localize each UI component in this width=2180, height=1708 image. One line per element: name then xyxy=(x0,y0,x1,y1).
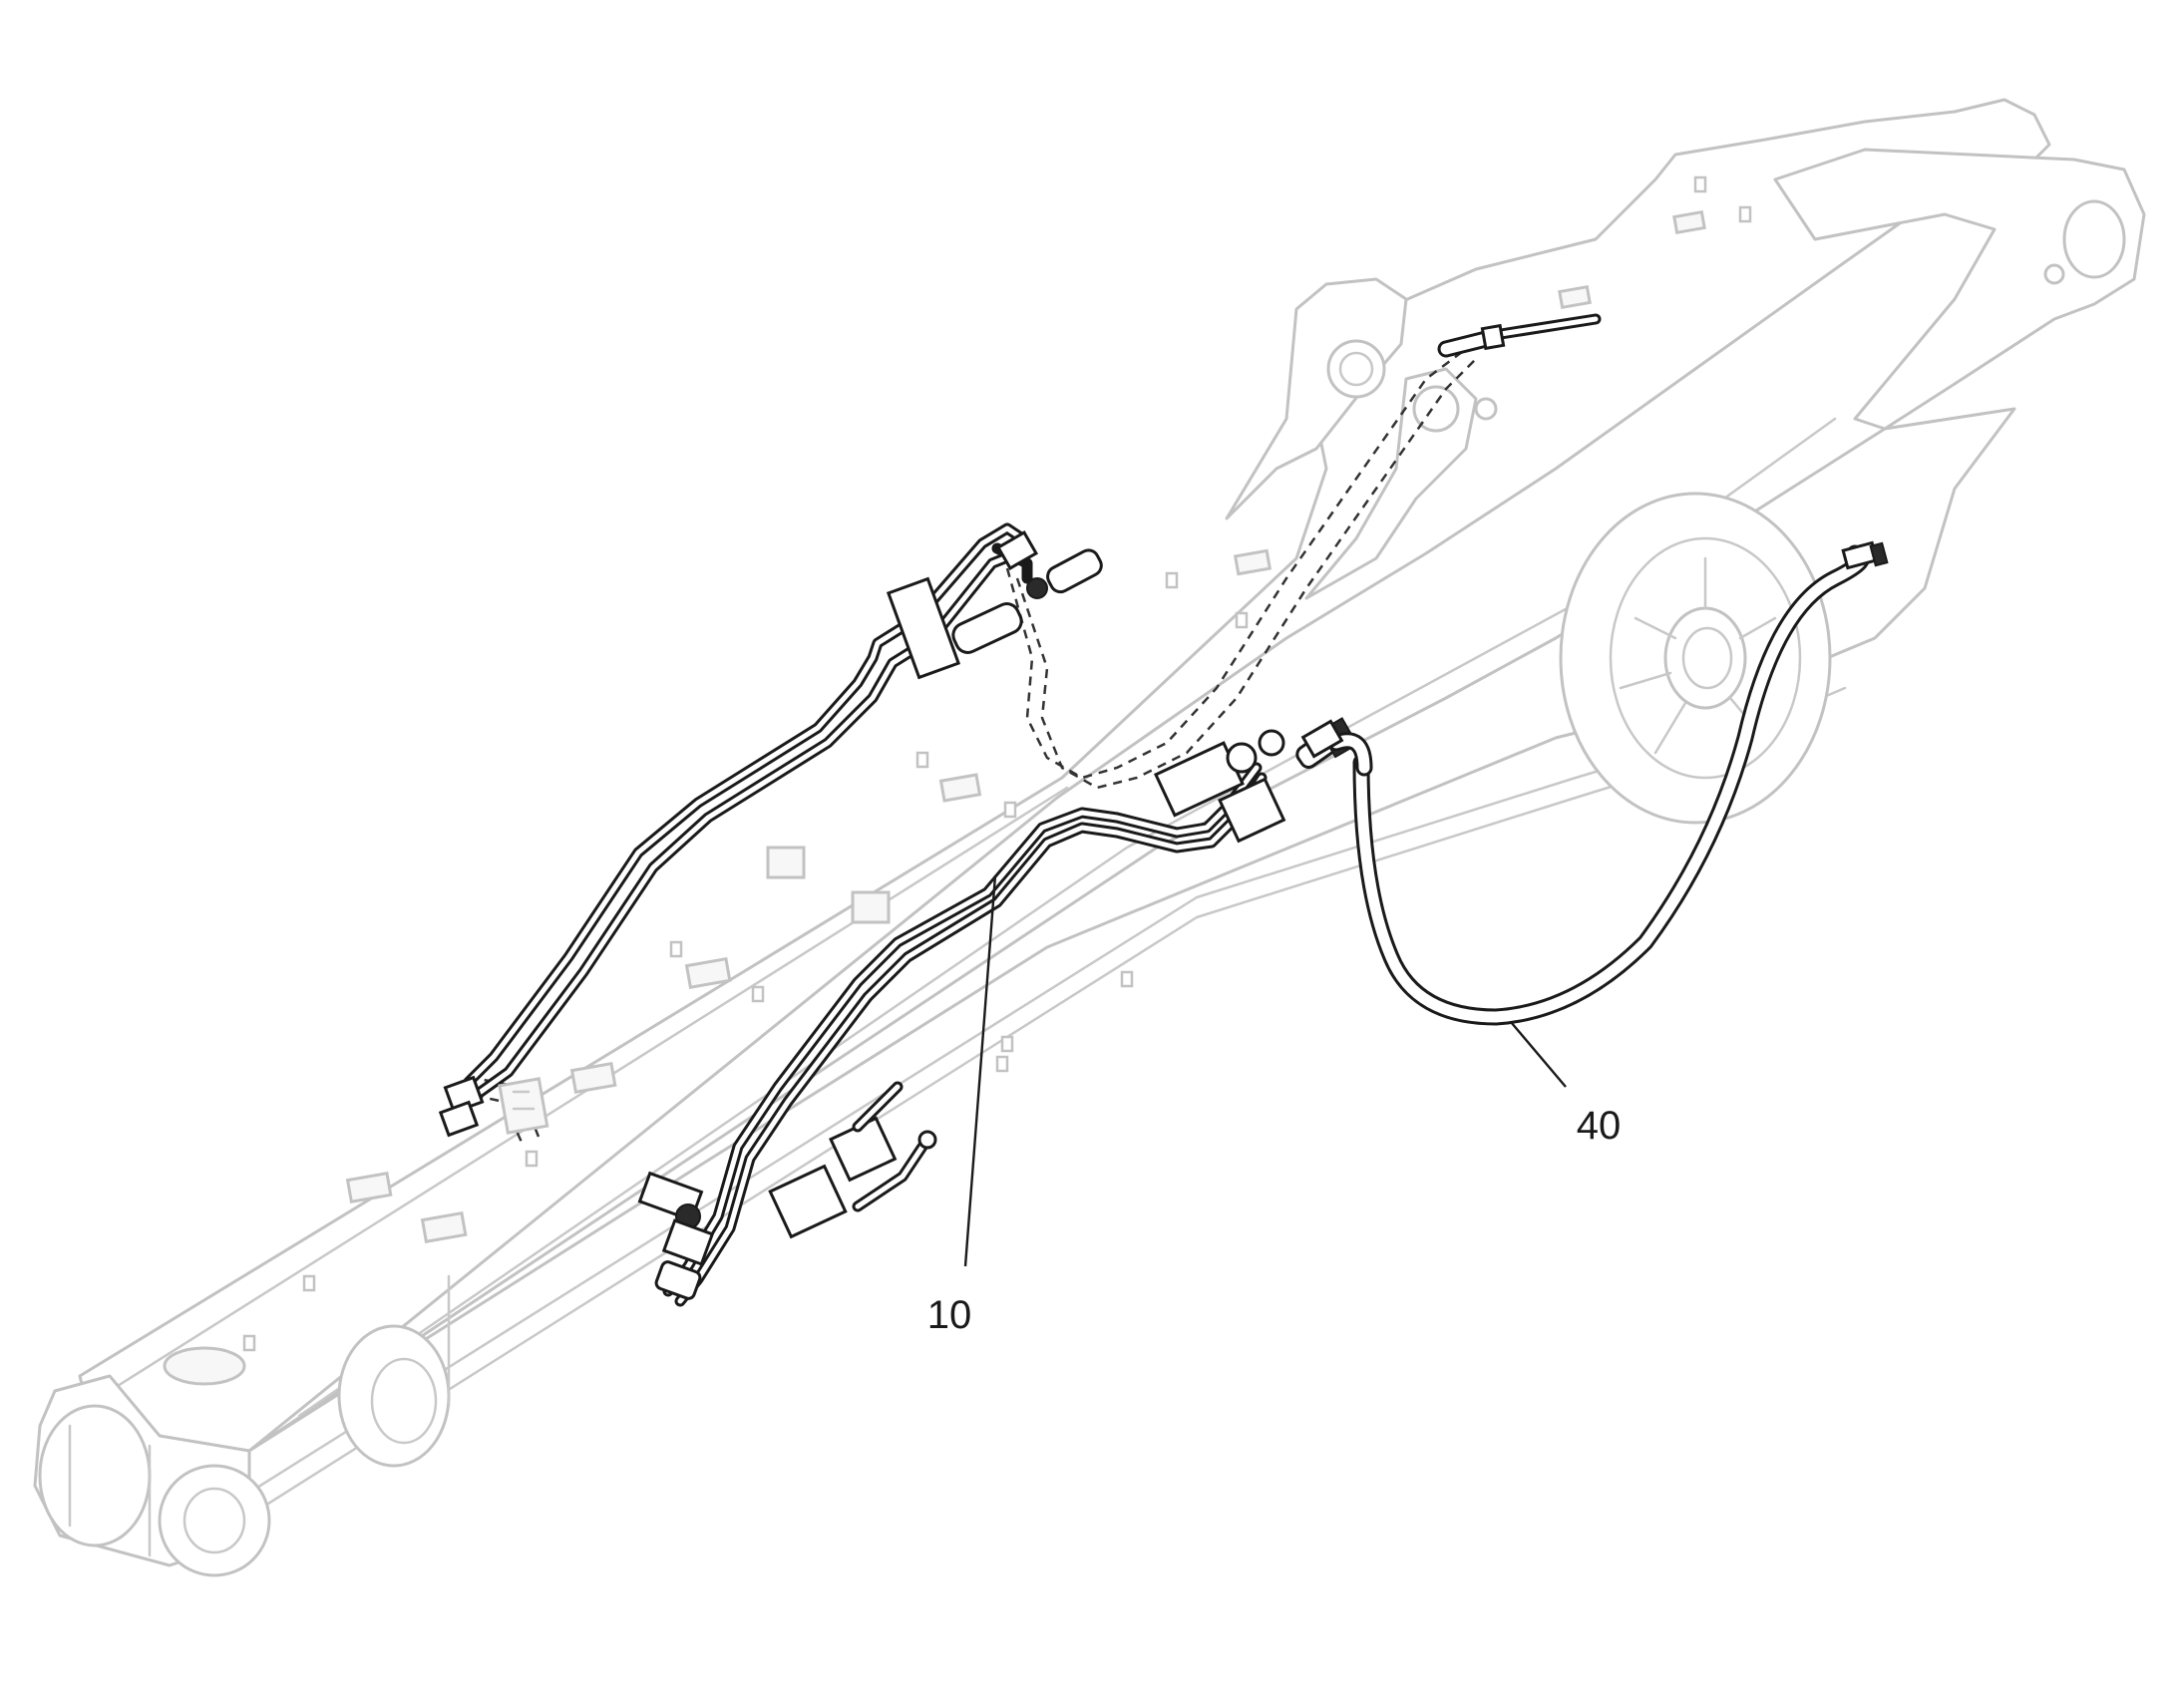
boom-sheave xyxy=(1559,492,1832,825)
hydraulic-pipe-lines xyxy=(463,522,1268,1307)
callout-label-40: 40 xyxy=(1577,1104,1622,1148)
callout-label-10: 10 xyxy=(927,1293,972,1337)
left-end-fittings xyxy=(438,1075,549,1138)
lug-nut xyxy=(1474,397,1498,421)
callout-10: 10 xyxy=(927,874,997,1337)
upper-pipe-bracket xyxy=(886,530,1103,680)
head-bolt xyxy=(2043,263,2065,285)
hose-item-40 xyxy=(1300,540,1889,1026)
boom-structure xyxy=(33,98,2146,1577)
leader-line-10 xyxy=(963,874,997,1267)
lower-end-fittings xyxy=(637,1081,937,1300)
boom-side-boss xyxy=(337,1274,451,1468)
lug-pin-hole-1-inner xyxy=(1338,351,1374,387)
upper-hose-assembly xyxy=(1437,313,1602,358)
boom-head-plate xyxy=(1773,148,2146,431)
lug-pin-hole-1 xyxy=(1326,339,1386,399)
leader-line-40 xyxy=(1510,1021,1567,1088)
head-pin-hole xyxy=(2062,199,2126,279)
top-plate-studs xyxy=(242,175,1752,1352)
top-plate-pads xyxy=(163,209,1706,1386)
callout-40: 40 xyxy=(1510,1021,1622,1148)
boom-foot-pin xyxy=(33,1374,271,1577)
lug-pin-hole-2 xyxy=(1412,385,1460,433)
